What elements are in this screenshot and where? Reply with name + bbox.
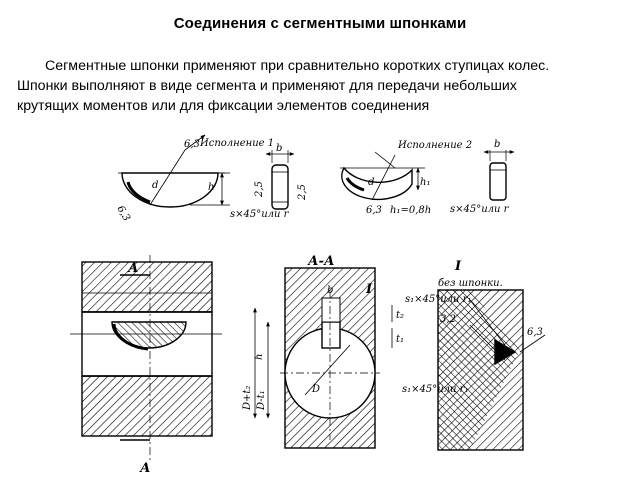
variant2-key-drawing <box>340 151 425 201</box>
dim-63-v1b: 6,3 <box>114 204 131 223</box>
dim-b-v1: b <box>276 143 282 154</box>
dim-32: 3,2 <box>440 314 456 325</box>
dim-d-v1: d <box>152 180 158 191</box>
dim-t2: t₂ <box>396 310 404 321</box>
dim-s1-r1-bottom: s₁×45°или r₁ <box>402 384 468 395</box>
section-mark-top: А <box>127 261 139 276</box>
detail-i-view <box>437 289 546 451</box>
dim-25-left: 2,5 <box>254 181 265 198</box>
dim-h-v1: h <box>208 182 214 193</box>
no-key-label: без шпонки. <box>438 278 503 289</box>
dim-b-v2: b <box>494 139 500 150</box>
detail-callout-i: I <box>365 282 373 297</box>
dim-d-v2: d <box>368 177 374 188</box>
body-line-2: Шпонки выполняют в виде сегмента и приме… <box>17 78 517 94</box>
dim-s45-v2: s×45°или r <box>450 204 510 215</box>
slide-title: Соединения с сегментными шпонками <box>173 15 467 32</box>
shaft-hub-section <box>70 255 222 460</box>
dim-h1-note: h₁=0,8h <box>390 205 431 216</box>
variant1-side-view <box>265 150 295 210</box>
cross-section-aa <box>253 267 393 449</box>
variant2-side-view <box>483 150 515 201</box>
dim-25-right: 2,5 <box>297 184 308 201</box>
variant2-label: Исполнение 2 <box>397 140 472 151</box>
dim-d-plus-t2: D+t₂ <box>242 386 253 411</box>
body-line-1: Сегментные шпонки применяют при сравните… <box>45 58 550 74</box>
section-title-aa: А-А <box>307 254 335 269</box>
dim-63-v1: 6,3 <box>184 139 200 150</box>
dim-t1: t₁ <box>396 334 404 345</box>
section-mark-bottom: А <box>139 461 151 476</box>
body-line-3: крутящих моментов или для фиксации элеме… <box>17 98 430 114</box>
dim-63-detail: 6,3 <box>527 327 543 338</box>
slide-body-text: Сегментные шпонки применяют при сравните… <box>17 56 627 116</box>
dim-d-minus-t1: D-t₁ <box>256 390 267 411</box>
variant1-label: Исполнение 1 <box>199 138 274 149</box>
variant1-key-drawing <box>118 134 230 208</box>
dim-h1-v2: h₁ <box>420 177 430 188</box>
dim-s1-r1-top: s₁×45°или r₁ <box>405 294 471 305</box>
dim-h-section: h <box>254 354 265 360</box>
detail-title-i: I <box>454 259 462 274</box>
dim-d-section: D <box>311 384 320 395</box>
dim-b-section: b <box>327 285 333 296</box>
dim-63-v2: 6,3 <box>366 205 382 216</box>
dim-s45-v1: s×45°или r <box>230 209 290 220</box>
